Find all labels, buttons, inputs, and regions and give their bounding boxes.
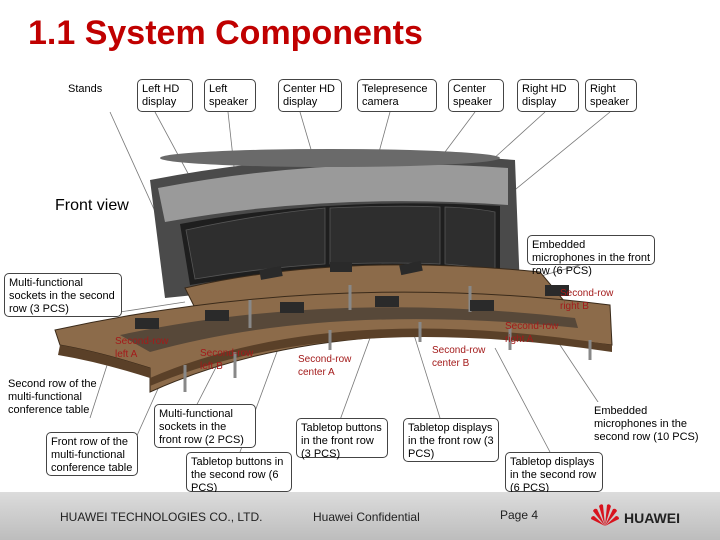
- seat-label-right-b: Second-row right B: [560, 288, 614, 312]
- center-speaker-label: Center speaker: [448, 79, 504, 112]
- slide-title: 1.1 System Components: [28, 14, 423, 52]
- tabletop-displays-second-callout: Tabletop displays in the second row (6 P…: [505, 452, 603, 494]
- embedded-mics-second-callout: Embedded microphones in the second row (…: [590, 402, 710, 443]
- footer-bar: HUAWEI TECHNOLOGIES CO., LTD. Huawei Con…: [0, 492, 720, 540]
- seat-label-right-a: Second-row right A: [505, 321, 559, 345]
- left-hd-display-label: Left HD display: [137, 79, 193, 112]
- front-view-label: Front view: [55, 197, 129, 214]
- left-speaker-label: Left speaker: [204, 79, 256, 112]
- tabletop-buttons-second-callout: Tabletop buttons in the second row (6 PC…: [186, 452, 292, 494]
- stands-label: Stands: [68, 83, 103, 95]
- front-row-table-callout: Front row of the multi-functional confer…: [46, 432, 138, 476]
- seat-label-left-b: Second-row left B: [200, 348, 254, 372]
- multi-sockets-second-callout: Multi-functional sockets in the second r…: [4, 273, 122, 317]
- embedded-mics-front-callout: Embedded microphones in the front row (6…: [527, 235, 655, 277]
- center-hd-display-label: Center HD display: [278, 79, 342, 112]
- seat-label-center-a: Second-row center A: [298, 354, 352, 378]
- footer-page: Page 4: [500, 508, 539, 522]
- multi-sockets-front-callout: Multi-functional sockets in the front ro…: [154, 404, 256, 448]
- tabletop-displays-front-callout: Tabletop displays in the front row (3 PC…: [403, 418, 499, 462]
- footer-brand: HUAWEI: [624, 510, 680, 526]
- seat-label-center-b: Second-row center B: [432, 345, 486, 369]
- telepresence-camera-label: Telepresence camera: [357, 79, 437, 112]
- seat-label-left-a: Second-row left A: [115, 336, 169, 360]
- second-row-table-label: Second row of the multi-functional confe…: [8, 378, 97, 416]
- right-speaker-label: Right speaker: [585, 79, 637, 112]
- footer-confidential: Huawei Confidential: [313, 510, 420, 524]
- footer-company: HUAWEI TECHNOLOGIES CO., LTD.: [60, 510, 263, 524]
- tabletop-buttons-front-callout: Tabletop buttons in the front row (3 PCS…: [296, 418, 388, 460]
- right-hd-display-label: Right HD display: [517, 79, 579, 112]
- huawei-logo-icon: [590, 502, 620, 531]
